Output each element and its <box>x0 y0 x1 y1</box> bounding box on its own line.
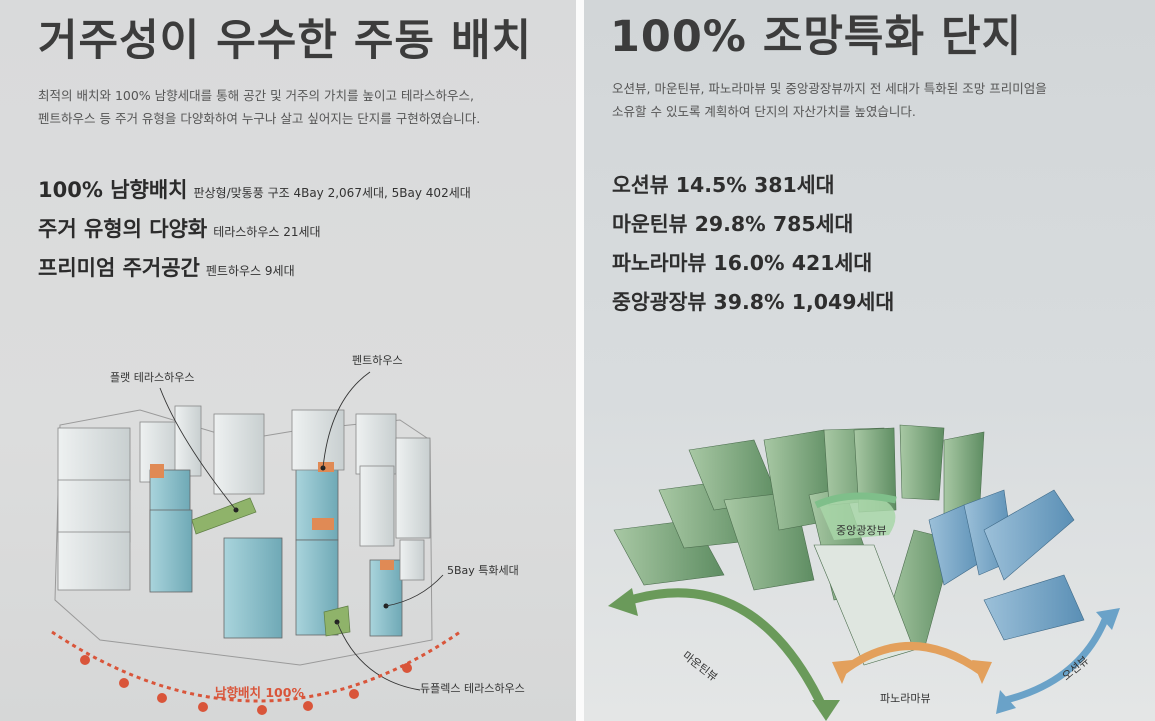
left-panel: 거주성이 우수한 주동 배치 최적의 배치와 100% 남향세대를 통해 공간 … <box>0 0 576 721</box>
label-panorama-view: 파노라마뷰 <box>880 692 931 705</box>
penthouse-marker-1 <box>150 464 164 478</box>
ocean-arrow <box>1005 610 1112 704</box>
leader-duplex <box>336 621 421 691</box>
right-desc-line-2: 소유할 수 있도록 계획하여 단지의 자산가치를 높였습니다. <box>612 104 916 119</box>
stat-central: 중앙광장뷰 39.8% 1,049세대 <box>612 290 895 314</box>
stat-mountain: 마운틴뷰 29.8% 785세대 <box>612 212 854 236</box>
tower-group-green <box>613 424 985 666</box>
central-plaza <box>819 495 896 540</box>
label-duplex: 듀플렉스 테라스하우스 <box>420 682 525 695</box>
right-panel: 100% 조망특화 단지 오션뷰, 마운틴뷰, 파노라마뷰 및 중앙광장뷰까지 … <box>584 0 1155 721</box>
penthouse-marker-3 <box>312 518 334 530</box>
penthouse-marker-4 <box>380 560 394 570</box>
view-illustration <box>608 424 1120 721</box>
site-layout-illustration <box>51 371 461 715</box>
label-5bay: 5Bay 특화세대 <box>447 564 519 577</box>
feature-south-title: 100% 남향배치 <box>38 178 188 202</box>
feature-south-detail: 판상형/맞통풍 구조 4Bay 2,067세대, 5Bay 402세대 <box>193 186 471 200</box>
left-description: 최적의 배치와 100% 남향세대를 통해 공간 및 거주의 가치를 높이고 테… <box>38 84 480 130</box>
right-title: 100% 조망특화 단지 <box>610 12 1023 62</box>
left-desc-line-2: 펜트하우스 등 주거 유형을 다양화하여 누구나 살고 싶어지는 단지를 구현하… <box>38 111 481 126</box>
feature-variety: 주거 유형의 다양화 테라스하우스 21세대 <box>38 213 321 243</box>
feature-premium-detail: 펜트하우스 9세대 <box>205 264 295 278</box>
panel-divider <box>576 0 584 721</box>
label-central-view: 중앙광장뷰 <box>836 524 887 537</box>
south-arc-dots <box>80 655 412 715</box>
label-south: 남향배치 100% <box>215 685 304 700</box>
feature-variety-title: 주거 유형의 다양화 <box>38 217 208 241</box>
feature-premium: 프리미엄 주거공간 펜트하우스 9세대 <box>38 252 295 282</box>
penthouse-marker-2 <box>318 462 334 472</box>
building-group-east <box>291 409 431 581</box>
leader-penthouse <box>322 371 371 469</box>
label-flat-terrace: 플랫 테라스하우스 <box>110 371 195 384</box>
feature-variety-detail: 테라스하우스 21세대 <box>213 225 321 239</box>
stat-ocean: 오션뷰 14.5% 381세대 <box>612 173 835 197</box>
left-title: 거주성이 우수한 주동 배치 <box>38 16 533 66</box>
feature-premium-title: 프리미엄 주거공간 <box>38 256 200 280</box>
right-description: 오션뷰, 마운틴뷰, 파노라마뷰 및 중앙광장뷰까지 전 세대가 특화된 조망 … <box>612 77 1047 123</box>
label-penthouse: 펜트하우스 <box>352 354 403 367</box>
feature-south: 100% 남향배치 판상형/맞통풍 구조 4Bay 2,067세대, 5Bay 4… <box>38 174 471 204</box>
mountain-arrow <box>622 588 829 712</box>
building-group-west <box>57 405 265 591</box>
panorama-arrow <box>839 642 985 676</box>
tower-group-blue <box>928 489 1085 641</box>
stat-panorama: 파노라마뷰 16.0% 421세대 <box>612 251 873 275</box>
left-desc-line-1: 최적의 배치와 100% 남향세대를 통해 공간 및 거주의 가치를 높이고 테… <box>38 88 474 103</box>
south-arc <box>51 630 461 703</box>
leader-flat-terrace <box>159 387 237 511</box>
flat-terrace-area <box>191 497 257 535</box>
central-arrow <box>814 492 897 509</box>
leader-5bay <box>385 574 444 607</box>
building-group-blue <box>149 461 403 639</box>
site-boundary <box>54 409 433 666</box>
right-desc-line-1: 오션뷰, 마운틴뷰, 파노라마뷰 및 중앙광장뷰까지 전 세대가 특화된 조망 … <box>612 81 1047 96</box>
